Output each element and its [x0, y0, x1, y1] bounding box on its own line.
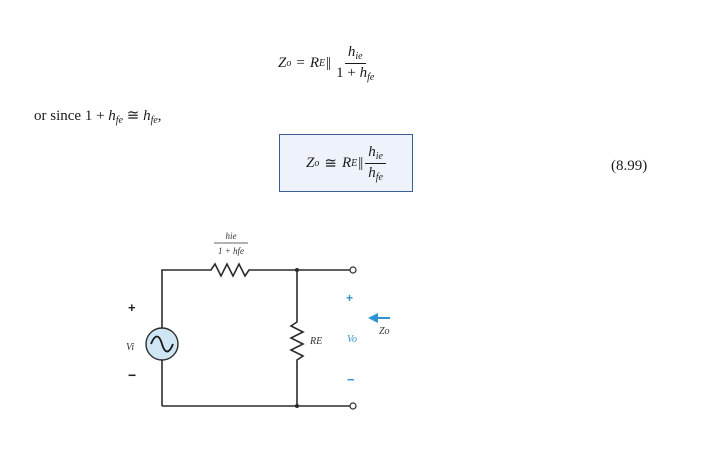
boxed-operator: ≅ [324, 155, 337, 172]
eq1-num-sub: ie [355, 51, 363, 62]
boxed-lhs-sub: o [314, 157, 320, 169]
boxed-num: h [368, 143, 376, 160]
top-wire-with-series-resistor [161, 262, 350, 278]
source-plus-sign: + [128, 300, 136, 315]
output-minus-sign: − [347, 372, 355, 387]
eq1-num: h [347, 44, 356, 60]
output-plus-sign: + [346, 291, 353, 305]
boxed-den: h [368, 164, 376, 181]
output-terminal-bottom [349, 402, 357, 410]
eq1-fraction: hie 1 + hfe [333, 44, 377, 83]
arrow-left-icon [368, 313, 378, 323]
equation-number: (8.99) [611, 158, 648, 174]
eq1-den-sub: fe [367, 72, 375, 83]
boxed-num-sub: ie [375, 150, 383, 162]
boxed-den-sub: fe [375, 171, 383, 183]
eq1-den-prefix: 1 + [336, 65, 360, 81]
top-junction-dot [295, 268, 299, 272]
boxed-fraction: hie hfe [365, 144, 386, 183]
boxed-resistor-sub: E [351, 157, 358, 169]
eq1-parallel-symbol: || [326, 55, 331, 71]
sentence-suffix: , [157, 108, 162, 124]
eq1-den: h [359, 65, 368, 81]
source-minus-sign: − [128, 367, 136, 383]
sentence-h1-sub: fe [115, 115, 123, 126]
output-terminal-top [349, 266, 357, 274]
eq1-operator: = [296, 55, 305, 71]
sentence-h1: h [108, 108, 116, 124]
load-resistor-label: RE [309, 336, 322, 347]
boxed-lhs: Z [306, 154, 315, 171]
sentence-approx: ≅ [123, 108, 144, 124]
output-impedance-label: Zo [379, 326, 390, 337]
boxed-resistor: R [341, 154, 352, 171]
bottom-junction-dot [295, 404, 299, 408]
sentence-h2: h [143, 108, 151, 124]
eq1-lhs-sub: o [286, 58, 292, 69]
series-resistor-label-num: hie [226, 231, 237, 241]
eq1-resistor: R [309, 55, 319, 71]
series-resistor-label-den: 1 + hfe [218, 246, 244, 256]
sentence-prefix: or since 1 + [34, 108, 109, 124]
equivalent-circuit-diagram: hie 1 + hfe + Vi − RE + Vo − Zo [126, 231, 390, 410]
sentence-h2-sub: fe [150, 115, 158, 126]
shunt-resistor-re [289, 270, 305, 406]
sine-wave-icon [150, 335, 174, 353]
source-voltage-label: Vi [126, 342, 134, 353]
boxed-parallel-symbol: || [358, 154, 363, 171]
explanatory-sentence: or since 1 + hfe ≅ hfe, [34, 106, 162, 126]
output-voltage-label: Vo [347, 334, 357, 345]
eq1-lhs: Z [278, 55, 287, 71]
eq1-resistor-sub: E [318, 58, 326, 69]
